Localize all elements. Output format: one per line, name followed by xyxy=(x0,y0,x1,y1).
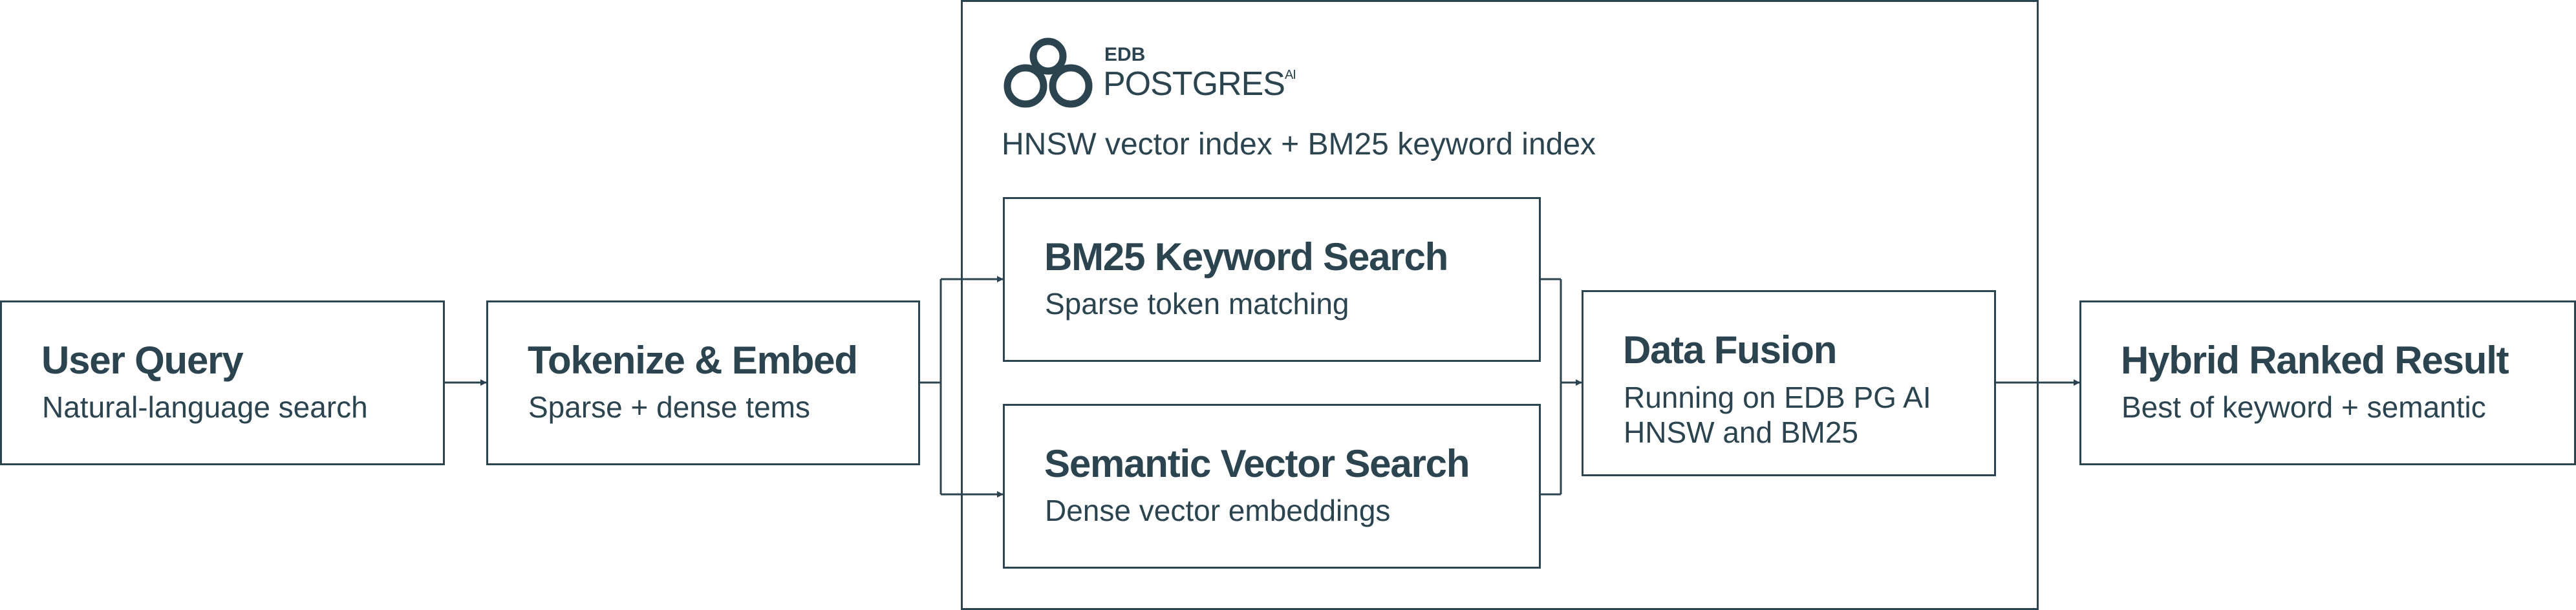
tokenize-embed-box: Tokenize & Embed Sparse + dense tems xyxy=(486,300,920,465)
data-fusion-subtitle-2: HNSW and BM25 xyxy=(1624,415,1859,449)
data-fusion-subtitle-1: Running on EDB PG AI xyxy=(1624,381,1931,414)
logo-suffix: AI xyxy=(1284,68,1296,82)
user-query-box: User Query Natural-language search xyxy=(0,300,445,465)
data-fusion-title: Data Fusion xyxy=(1623,328,1837,372)
edb-infinity-logo-icon xyxy=(1004,37,1093,108)
bm25-title: BM25 Keyword Search xyxy=(1044,235,1448,279)
data-fusion-box: Data Fusion Running on EDB PG AI HNSW an… xyxy=(1582,290,1996,476)
logo-product-name: POSTGRES xyxy=(1103,65,1285,103)
logo-product: POSTGRESAI xyxy=(1103,67,1296,101)
edb-postgres-ai-container xyxy=(961,0,2039,610)
semantic-vector-search-box: Semantic Vector Search Dense vector embe… xyxy=(1003,404,1541,569)
user-query-title: User Query xyxy=(41,339,244,382)
semantic-title: Semantic Vector Search xyxy=(1044,442,1470,485)
result-title: Hybrid Ranked Result xyxy=(2121,339,2509,382)
hybrid-ranked-result-box: Hybrid Ranked Result Best of keyword + s… xyxy=(2079,300,2576,465)
semantic-subtitle: Dense vector embeddings xyxy=(1045,494,1391,527)
index-label: HNSW vector index + BM25 keyword index xyxy=(1002,127,1596,162)
bm25-subtitle: Sparse token matching xyxy=(1045,287,1349,321)
bm25-keyword-search-box: BM25 Keyword Search Sparse token matchin… xyxy=(1003,197,1541,362)
result-subtitle: Best of keyword + semantic xyxy=(2121,390,2486,424)
tokenize-embed-subtitle: Sparse + dense tems xyxy=(528,390,810,424)
user-query-subtitle: Natural-language search xyxy=(42,390,368,424)
tokenize-embed-title: Tokenize & Embed xyxy=(528,339,858,382)
logo-brand: EDB xyxy=(1104,44,1146,65)
